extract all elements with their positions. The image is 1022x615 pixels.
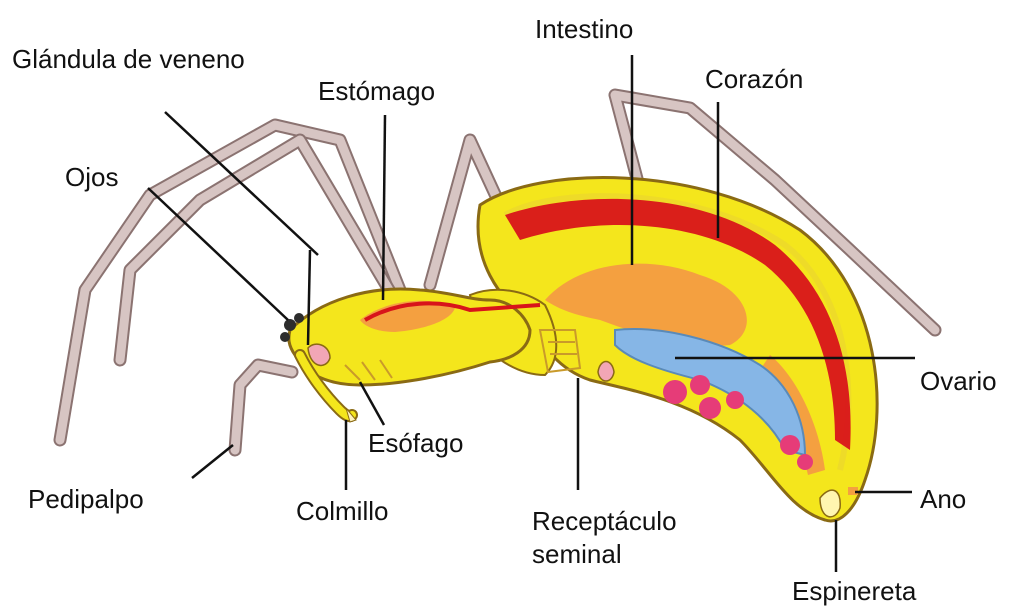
label-estomago: Estómago xyxy=(318,76,435,106)
label-ano: Ano xyxy=(920,484,966,514)
leader-pedipalpo xyxy=(192,445,233,478)
label-espinereta: Espinereta xyxy=(792,576,917,606)
leader-esofago xyxy=(360,382,384,425)
label-colmillo: Colmillo xyxy=(296,496,388,526)
label-receptaculo-line2: seminal xyxy=(532,539,622,569)
label-intestino: Intestino xyxy=(535,14,633,44)
label-esofago: Esófago xyxy=(368,428,463,458)
label-corazon: Corazón xyxy=(705,64,803,94)
seminal-receptacle xyxy=(598,362,614,382)
label-ovario: Ovario xyxy=(920,366,997,396)
label-pedipalpo: Pedipalpo xyxy=(28,484,144,514)
label-ojos: Ojos xyxy=(65,162,118,192)
label-glandula-de-veneno: Glándula de veneno xyxy=(12,44,245,74)
label-receptaculo-line1: Receptáculo xyxy=(532,506,677,536)
spinneret-shape xyxy=(820,490,840,517)
pedipalp-leg xyxy=(235,365,292,450)
cephalothorax xyxy=(280,289,540,422)
